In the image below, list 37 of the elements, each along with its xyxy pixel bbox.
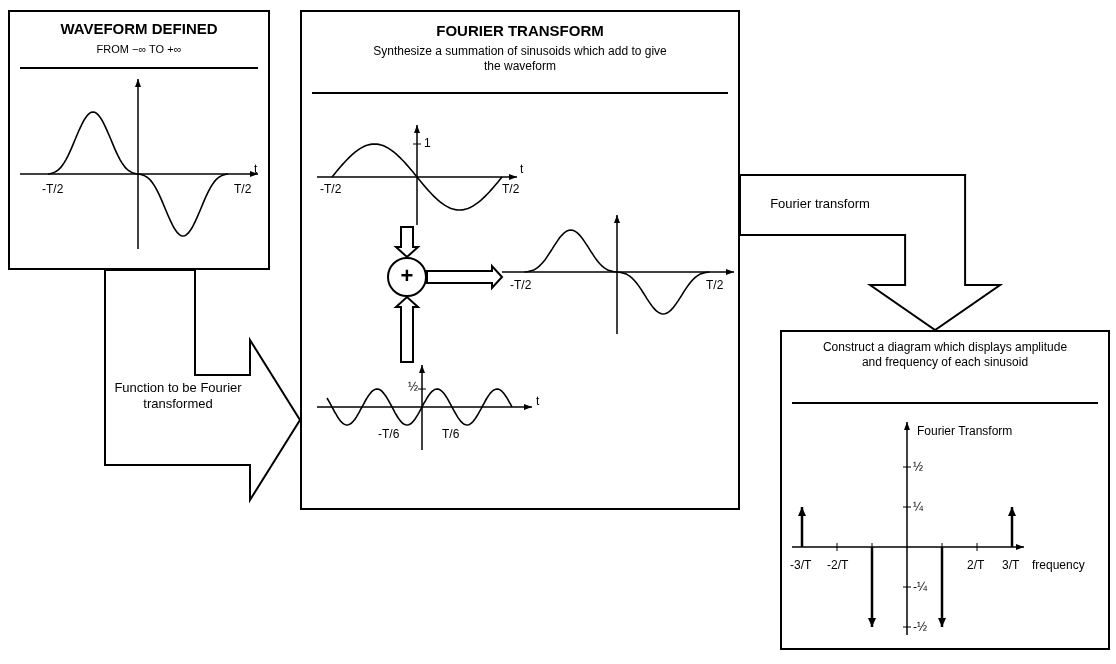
box-subtitle: FROM −∞ TO +∞	[95, 42, 183, 56]
tick-label: ½	[408, 380, 418, 394]
block-arrow	[393, 295, 421, 363]
block-arrow	[739, 174, 1004, 332]
tick-label: -T/2	[510, 278, 532, 292]
axis-label: t	[520, 162, 524, 176]
axis-title: Fourier Transform	[917, 424, 1013, 438]
block-arrow	[393, 226, 421, 259]
tick-label: T/2	[234, 182, 252, 196]
box-title: Construct a diagram which displays amplitude and frequency of each sinusoid	[821, 340, 1069, 370]
process-box	[780, 330, 1110, 650]
tick-label: ½	[913, 460, 923, 474]
tick-label: -3/T	[790, 558, 812, 572]
tick-label: 2/T	[967, 558, 985, 572]
tick-label: ¼	[913, 500, 923, 514]
axis-label: t	[536, 394, 540, 408]
summing-junction: +	[387, 257, 427, 297]
box-subtitle: Synthesize a summation of sinusoids which add to give the waveform	[372, 44, 668, 74]
tick-label: -T/2	[320, 182, 342, 196]
waveform-graph-drawing	[502, 212, 737, 337]
tick-label: -2/T	[827, 558, 849, 572]
tick-label: 3/T	[1002, 558, 1020, 572]
tick-label: -½	[913, 620, 927, 634]
process-box	[8, 10, 270, 270]
tick-label: T/2	[706, 278, 724, 292]
tick-label: -¼	[913, 580, 927, 594]
axis-label: t	[254, 162, 258, 176]
tick-label: T/6	[442, 427, 460, 441]
process-box	[300, 10, 740, 510]
tick-label: T/2	[502, 182, 520, 196]
tick-label: -T/6	[378, 427, 400, 441]
block-arrow	[426, 263, 504, 291]
tick-label: 1	[424, 136, 431, 150]
axis-label: frequency	[1032, 558, 1085, 572]
box-title: FOURIER TRANSFORM	[435, 22, 605, 40]
box-title: WAVEFORM DEFINED	[59, 20, 219, 38]
tick-label: -T/2	[42, 182, 64, 196]
